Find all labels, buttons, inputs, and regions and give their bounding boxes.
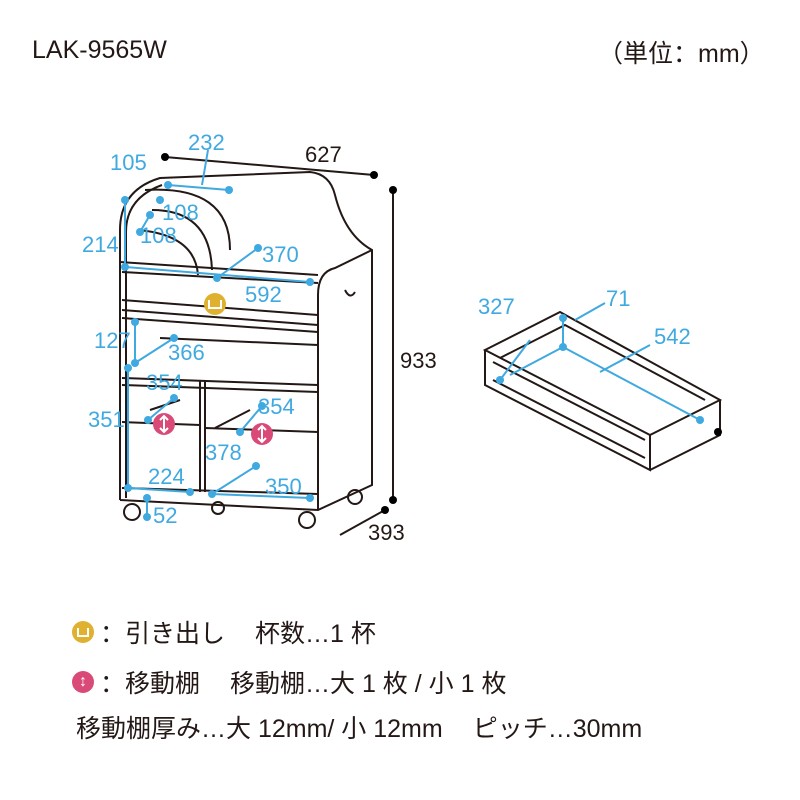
- dim-127: 127: [94, 328, 131, 353]
- hook-icon: [344, 289, 356, 297]
- dim-214: 214: [82, 232, 119, 257]
- dim-52: 52: [153, 503, 177, 528]
- legend-shelf-count: 移動棚…大 1 枚 / 小 1 枚: [230, 670, 507, 698]
- legend-drawer-count: 杯数…1 杯: [255, 620, 376, 648]
- dim-224: 224: [148, 464, 185, 489]
- dim-351: 351: [88, 407, 125, 432]
- dim-350: 350: [265, 474, 302, 499]
- drawer-drawing: [482, 310, 723, 472]
- dim-327: 327: [478, 294, 515, 319]
- dim-108-upper: 108: [162, 200, 199, 225]
- movable-shelf-icon: [251, 423, 273, 445]
- movable-shelf-icon: [153, 413, 175, 435]
- dim-542: 542: [654, 324, 691, 349]
- dim-105: 105: [110, 150, 147, 175]
- legend-drawer: ：引き出し 杯数…1 杯: [72, 614, 376, 650]
- dim-71: 71: [606, 286, 630, 311]
- dim-370: 370: [262, 242, 299, 267]
- legend-shelf: ↕ ：移動棚 移動棚…大 1 枚 / 小 1 枚: [72, 664, 506, 700]
- dim-378: 378: [205, 440, 242, 465]
- inner-dimension-lines: [121, 149, 314, 521]
- height-label: 933: [400, 348, 437, 373]
- width-label: 627: [305, 142, 342, 167]
- dim-108-lower: 108: [140, 223, 177, 248]
- legend-shelf-label: ：移動棚: [100, 670, 201, 698]
- dim-354-left: 354: [146, 370, 183, 395]
- dim-232: 232: [188, 130, 225, 155]
- unit-label: （単位：mm）: [598, 40, 765, 68]
- model-number: LAK-9565W: [32, 36, 167, 64]
- legend-shelf-details: 移動棚厚み…大 12mm/ 小 12mm ピッチ…30mm: [76, 709, 642, 745]
- legend-drawer-label: ：引き出し: [100, 620, 226, 648]
- dim-592: 592: [245, 282, 282, 307]
- legend-pitch: ピッチ…30mm: [472, 715, 643, 743]
- dim-366: 366: [168, 340, 205, 365]
- drawer-icon: [72, 621, 94, 643]
- depth-label: 393: [368, 520, 405, 545]
- legend-shelf-thickness: 移動棚厚み…大 12mm/ 小 12mm: [76, 715, 443, 743]
- movable-shelf-icon: ↕: [72, 671, 94, 693]
- drawer-icon: [204, 293, 226, 315]
- dim-354-right: 354: [258, 394, 295, 419]
